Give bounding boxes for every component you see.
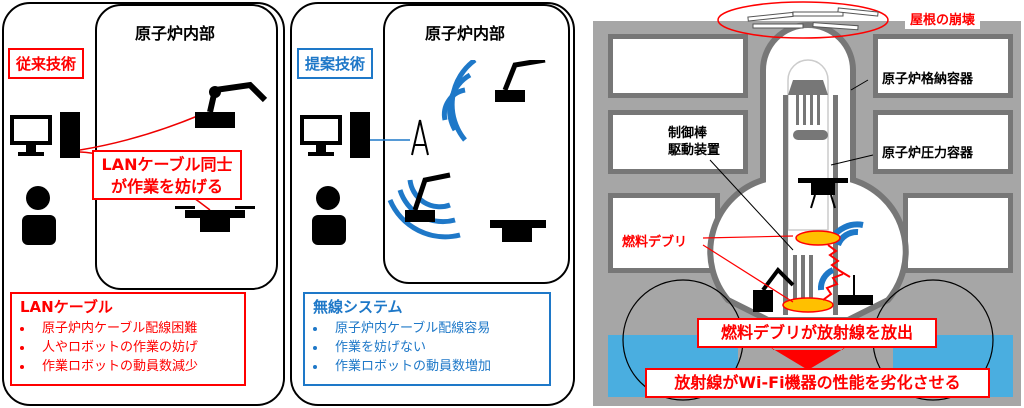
proposed-illustration: [300, 60, 546, 245]
radiation-arrow: [822, 244, 851, 301]
robot-arm-icon: [195, 81, 268, 128]
robot-arm-icon: [753, 266, 795, 312]
inner-title: 原子炉内部: [135, 24, 216, 43]
wifi-degradation-callout: 放射線がWi-Fi機器の性能を劣化させる: [645, 368, 990, 398]
pressure-vessel-label: 原子炉圧力容器: [882, 142, 974, 161]
list-item: 作業ロボットの動員数増加: [327, 357, 541, 376]
drone-icon: [798, 178, 848, 209]
lan-obstruction-callout: LANケーブル同士 が作業を妨げる: [92, 150, 242, 200]
down-arrow: [758, 340, 858, 370]
roof-collapse-marker: [717, 1, 889, 39]
drone-icon: [490, 220, 546, 242]
list-item: 作業を妨げない: [327, 338, 541, 357]
crd-label: 制御棒 駆動装置: [668, 125, 721, 159]
worker-icon: [22, 186, 56, 245]
reactor-interior-box: [383, 4, 570, 284]
inner-title: 原子炉内部: [425, 24, 506, 43]
list-item: 原子炉内ケーブル配線容易: [327, 319, 541, 338]
computer-icon: [300, 112, 370, 158]
conventional-tag: 従来技術: [8, 48, 85, 79]
reactor-vessel: [622, 1, 994, 401]
proposed-panel: [290, 2, 575, 406]
worker-icon: [312, 186, 346, 245]
crd-label-line: 駆動装置: [668, 143, 721, 158]
fuel-debris-label: 燃料デブリ: [622, 231, 688, 250]
callout-line: LANケーブル同士: [101, 155, 233, 174]
router-icon: [838, 275, 873, 305]
list-title: 無線システム: [313, 298, 403, 316]
list-item: 作業ロボットの動員数減少: [34, 357, 236, 376]
list-title: LANケーブル: [20, 298, 113, 316]
antenna-tower-icon: [411, 119, 429, 156]
roof-collapse-label: 屋根の崩壊: [905, 8, 981, 29]
list-item: 人やロボットの作業の妨げ: [34, 338, 236, 357]
debris-radiation-callout: 燃料デブリが放射線を放出: [697, 318, 937, 348]
wireless-waves-icon: [387, 60, 477, 240]
robot-arm-icon: [405, 60, 546, 222]
building-room: [608, 34, 748, 98]
containment-vessel-label: 原子炉格納容器: [882, 68, 974, 87]
conventional-panel: [2, 2, 285, 406]
fuel-debris: [782, 297, 834, 313]
callout-line: が作業を妨げる: [110, 177, 223, 196]
drone-icon: [175, 206, 255, 232]
list-item: 原子炉内ケーブル配線困難: [34, 319, 236, 338]
fuel-debris: [795, 230, 841, 246]
crd-label-line: 制御棒: [668, 126, 708, 141]
collapsed-roof-debris: [747, 7, 879, 31]
lan-cable-list: LANケーブル 原子炉内ケーブル配線困難人やロボットの作業の妨げ作業ロボットの動…: [10, 292, 246, 386]
building-room: [873, 34, 1013, 98]
computer-icon: [10, 112, 80, 158]
wireless-system-list: 無線システム 原子炉内ケーブル配線容易作業を妨げない作業ロボットの動員数増加: [303, 292, 551, 386]
proposed-tag: 提案技術: [297, 48, 374, 79]
